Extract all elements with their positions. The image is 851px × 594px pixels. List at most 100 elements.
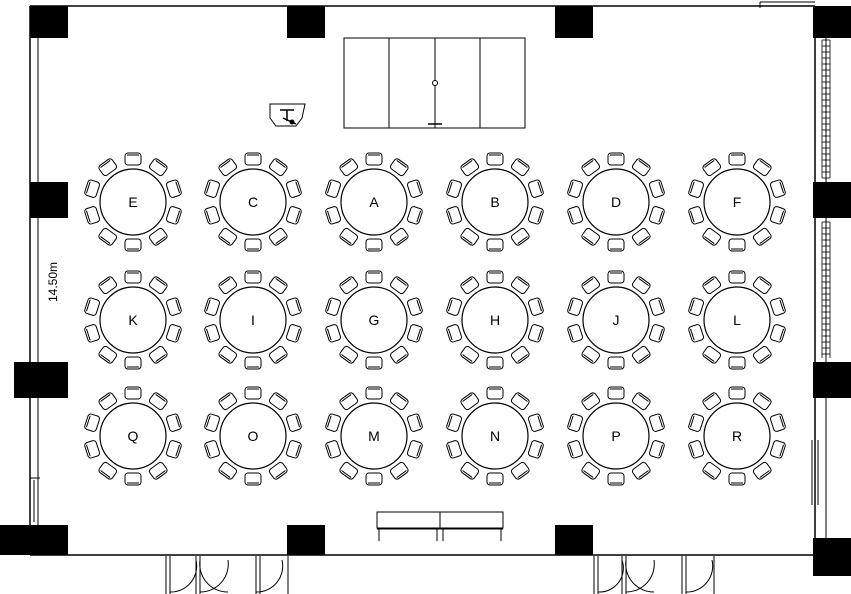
- chair: [389, 392, 409, 411]
- chair: [510, 345, 530, 364]
- table-o: O: [204, 386, 302, 486]
- chair: [218, 392, 238, 411]
- chair: [446, 206, 463, 225]
- chair: [688, 206, 705, 225]
- columns: [0, 6, 851, 576]
- chair: [84, 179, 101, 198]
- table-top: [99, 402, 167, 470]
- chair: [365, 152, 383, 166]
- chair: [124, 238, 142, 252]
- table-top: [703, 286, 771, 354]
- table-j: J: [567, 270, 665, 370]
- chair: [148, 461, 168, 480]
- table-top: [582, 402, 650, 470]
- chair: [165, 179, 182, 198]
- table-top: [219, 286, 287, 354]
- table-top: [461, 168, 529, 236]
- chair: [702, 158, 722, 177]
- chair: [268, 158, 288, 177]
- chair: [631, 392, 651, 411]
- chair: [460, 276, 480, 295]
- chair: [268, 345, 288, 364]
- chair: [325, 297, 342, 316]
- chair: [648, 413, 665, 432]
- table-top: [219, 402, 287, 470]
- chair: [406, 297, 423, 316]
- chair: [406, 179, 423, 198]
- chair: [702, 345, 722, 364]
- chair: [325, 206, 342, 225]
- chair: [688, 440, 705, 459]
- table-m: M: [325, 386, 423, 486]
- chair: [244, 386, 262, 400]
- table-label: A: [369, 194, 379, 210]
- table-top: [461, 286, 529, 354]
- chair: [648, 324, 665, 343]
- chair: [567, 413, 584, 432]
- chair: [365, 238, 383, 252]
- chair: [98, 276, 118, 295]
- dimension-label: 14.50m: [46, 262, 60, 302]
- chair: [165, 324, 182, 343]
- chair: [204, 440, 221, 459]
- chair: [460, 392, 480, 411]
- column-bottom-center-right: [555, 525, 593, 555]
- table-top: [99, 168, 167, 236]
- chair: [124, 386, 142, 400]
- chair: [204, 206, 221, 225]
- chair: [486, 270, 504, 284]
- chair: [769, 179, 786, 198]
- table-label: M: [368, 428, 380, 444]
- left-side-door: [30, 477, 40, 522]
- chair: [688, 179, 705, 198]
- column-top-center-right: [555, 6, 593, 38]
- chair: [510, 461, 530, 480]
- table-label: E: [128, 194, 137, 210]
- chair: [339, 276, 359, 295]
- table-top: [703, 402, 771, 470]
- chair: [339, 461, 359, 480]
- chair: [165, 440, 182, 459]
- chair: [631, 227, 651, 246]
- table-label: D: [611, 194, 621, 210]
- chair: [84, 440, 101, 459]
- table-p: P: [567, 386, 665, 486]
- chair: [728, 386, 746, 400]
- chair: [581, 392, 601, 411]
- chair: [486, 472, 504, 486]
- chair: [148, 158, 168, 177]
- table-label: Q: [128, 428, 139, 444]
- chair: [769, 297, 786, 316]
- chair: [567, 206, 584, 225]
- right-side-door: [811, 440, 819, 505]
- table-d: D: [567, 152, 665, 252]
- chair: [728, 472, 746, 486]
- chair: [446, 413, 463, 432]
- chair: [268, 392, 288, 411]
- chair: [527, 179, 544, 198]
- column-top-left: [30, 6, 68, 38]
- chair: [244, 356, 262, 370]
- chair: [567, 297, 584, 316]
- chair: [148, 276, 168, 295]
- table-label: J: [613, 312, 620, 328]
- chair: [406, 440, 423, 459]
- chair: [389, 227, 409, 246]
- chair: [148, 227, 168, 246]
- table-top: [340, 286, 408, 354]
- chair: [285, 179, 302, 198]
- chair: [389, 276, 409, 295]
- table-label: I: [251, 312, 255, 328]
- chair: [204, 324, 221, 343]
- chair: [325, 324, 342, 343]
- chair: [752, 158, 772, 177]
- chair: [607, 152, 625, 166]
- chair: [631, 276, 651, 295]
- table-h: H: [446, 270, 544, 370]
- chair: [365, 386, 383, 400]
- table-label: R: [732, 428, 742, 444]
- chair: [446, 440, 463, 459]
- chair: [268, 276, 288, 295]
- table-label: L: [733, 312, 741, 328]
